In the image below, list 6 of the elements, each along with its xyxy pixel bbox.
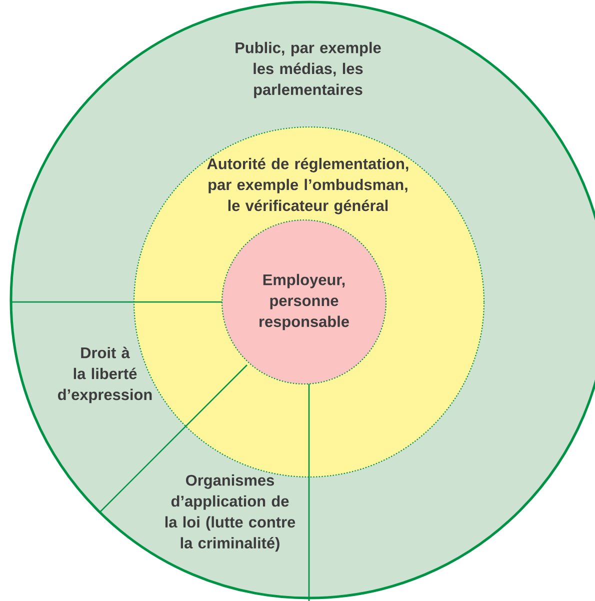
sector-label: Organismes d’application de la loi (lutte contre la criminalité) xyxy=(165,474,296,552)
ring-label: Employeur, personne responsable xyxy=(260,274,349,330)
ring-label: Public, par exemple les médias, les parlementaires xyxy=(236,42,381,98)
sector-label: Droit à la liberté d’expression xyxy=(58,346,152,404)
ring-label: Autorité de réglementation, par exemple l’ombudsman, le vérificateur général xyxy=(207,158,408,214)
ring xyxy=(221,219,387,385)
